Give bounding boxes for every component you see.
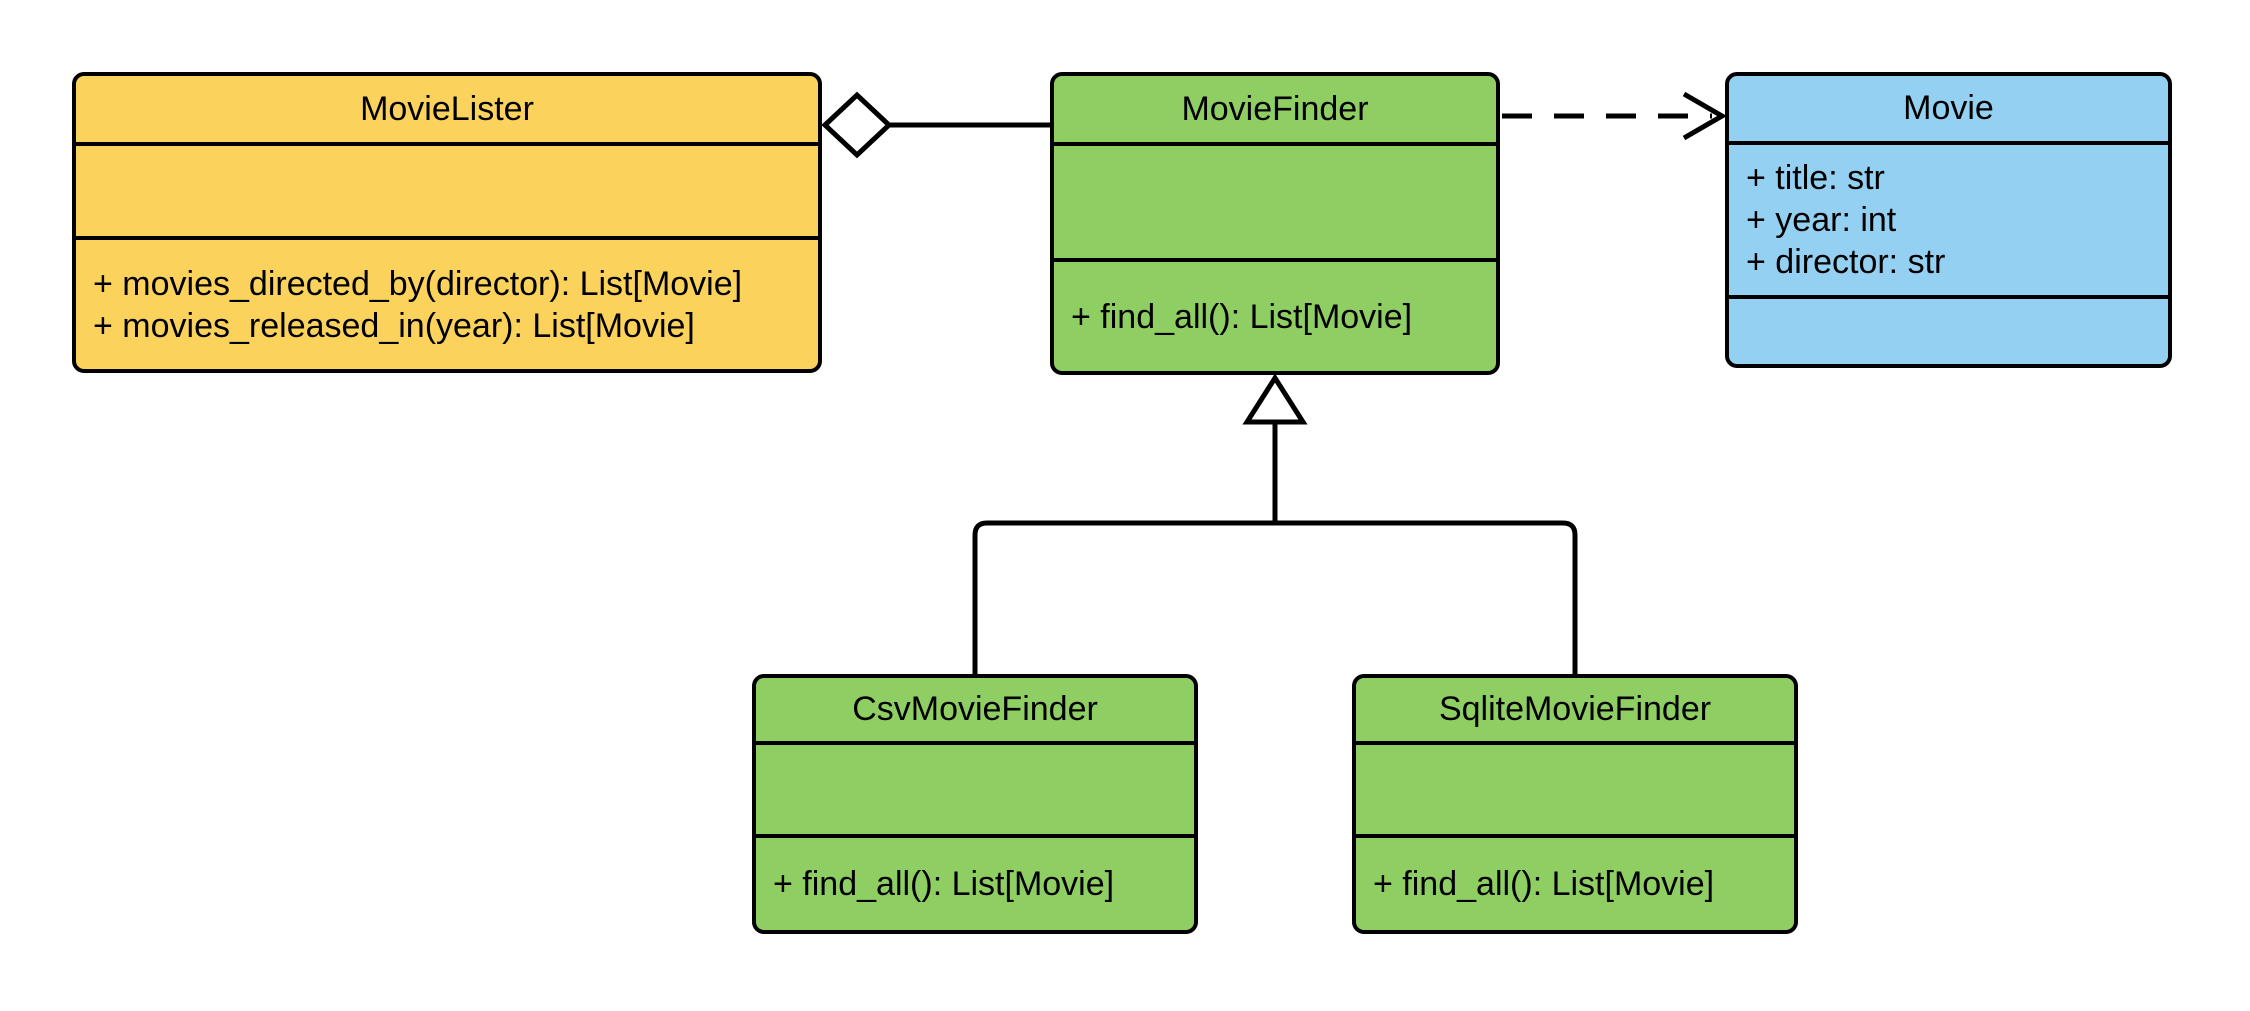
- methods-compartment: + movies_directed_by(director): List[Mov…: [76, 240, 818, 369]
- attributes-compartment: [1054, 146, 1496, 262]
- class-movie: Movie + title: str + year: int + directo…: [1725, 72, 2172, 368]
- method-label: + movies_directed_by(director): List[Mov…: [93, 264, 743, 303]
- class-title: CsvMovieFinder: [756, 678, 1194, 745]
- attributes-compartment: [756, 745, 1194, 838]
- method-label: + find_all(): List[Movie]: [1373, 865, 1715, 903]
- attributes-compartment: [76, 146, 818, 240]
- class-sqlitemoviefinder: SqliteMovieFinder + find_all(): List[Mov…: [1352, 674, 1798, 934]
- class-csvmoviefinder: CsvMovieFinder + find_all(): List[Movie]: [752, 674, 1198, 934]
- methods-compartment: + find_all(): List[Movie]: [756, 838, 1194, 930]
- attribute-label: + title: str: [1746, 159, 1885, 197]
- generalization-branch-path: [972, 520, 1578, 674]
- method-label: + find_all(): List[Movie]: [773, 865, 1115, 903]
- aggregation-diamond: [821, 91, 893, 159]
- methods-compartment: + find_all(): List[Movie]: [1054, 262, 1496, 371]
- class-title: Movie: [1729, 76, 2168, 145]
- class-title: SqliteMovieFinder: [1356, 678, 1794, 745]
- method-label: + movies_released_in(year): List[Movie]: [93, 306, 695, 345]
- methods-compartment: [1729, 299, 2168, 364]
- attribute-label: + director: str: [1746, 243, 1946, 281]
- method-label: + find_all(): List[Movie]: [1071, 297, 1413, 336]
- attributes-compartment: + title: str + year: int + director: str: [1729, 145, 2168, 299]
- class-title: MovieFinder: [1054, 76, 1496, 146]
- class-title: MovieLister: [76, 76, 818, 146]
- generalization-triangle-icon: [1242, 373, 1308, 425]
- methods-compartment: + find_all(): List[Movie]: [1356, 838, 1794, 930]
- attributes-compartment: [1356, 745, 1794, 838]
- attribute-label: + year: int: [1746, 201, 1897, 239]
- class-movielister: MovieLister + movies_directed_by(directo…: [72, 72, 822, 373]
- class-moviefinder: MovieFinder + find_all(): List[Movie]: [1050, 72, 1500, 375]
- dependency-arrowhead-icon: [1682, 91, 1727, 141]
